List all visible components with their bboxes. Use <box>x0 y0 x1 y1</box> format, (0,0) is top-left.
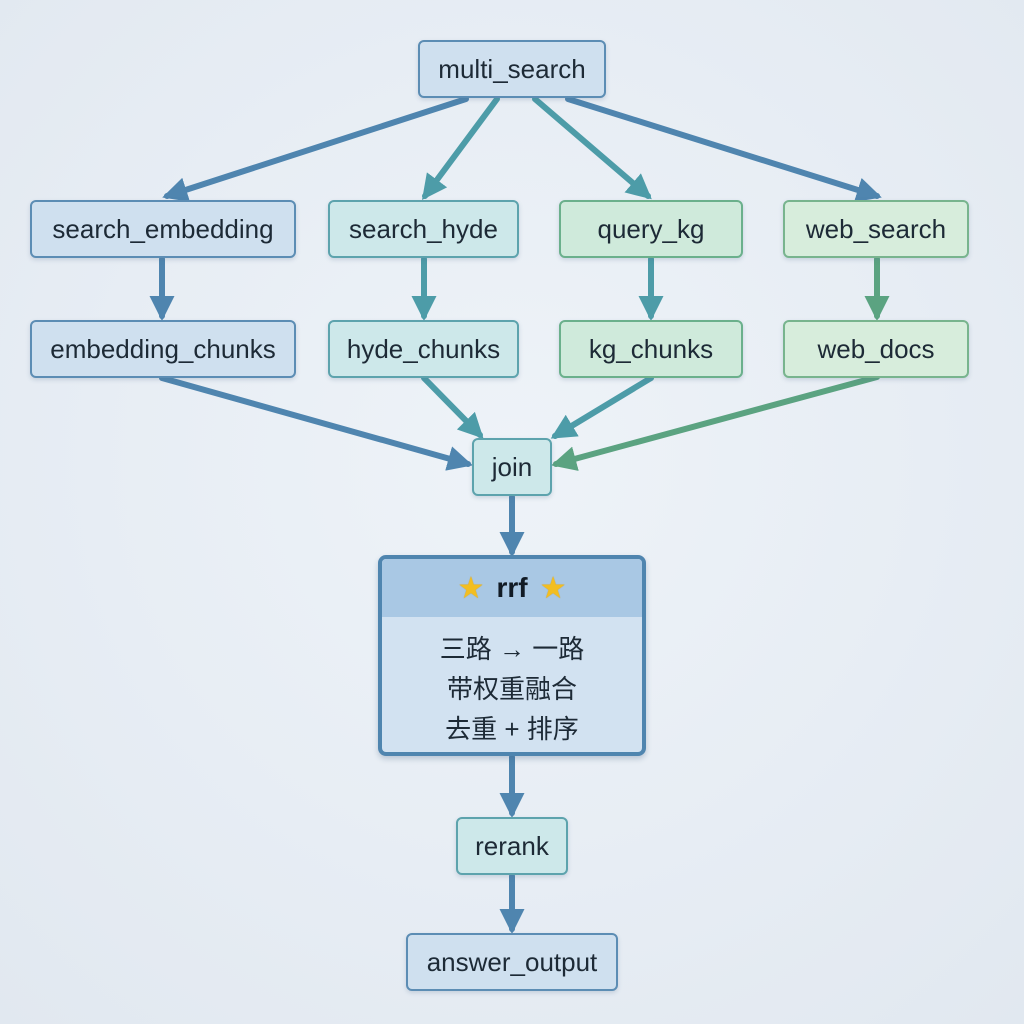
node-embedding-chunks: embedding_chunks <box>30 320 296 378</box>
edge-hyde-chunks-to-join <box>421 375 484 439</box>
node-search-embedding: search_embedding <box>30 200 296 258</box>
node-label-rerank: rerank <box>475 831 549 861</box>
node-rrf: ★ rrf ★ 三路 → 一路 带权重融合 去重 + 排序 <box>378 555 646 756</box>
rrf-description: 三路 → 一路 带权重融合 去重 + 排序 <box>382 617 642 749</box>
rrf-title: rrf <box>496 572 528 603</box>
node-search-hyde: search_hyde <box>328 200 519 258</box>
node-label-join: join <box>491 452 533 482</box>
edge-multi-search-to-search-embedding <box>162 96 469 202</box>
node-query-kg: query_kg <box>559 200 743 258</box>
node-web-search: web_search <box>783 200 969 258</box>
node-label-multi-search: multi_search <box>438 54 586 84</box>
node-web-docs: web_docs <box>783 320 969 378</box>
node-label-search-embedding: search_embedding <box>52 214 274 244</box>
edge-multi-search-to-web-search <box>565 96 882 202</box>
star-icon: ★ <box>457 571 485 605</box>
node-label-embedding-chunks: embedding_chunks <box>50 334 276 364</box>
node-label-search-hyde: search_hyde <box>349 214 498 244</box>
rrf-header: ★ rrf ★ <box>382 559 642 617</box>
node-multi-search: multi_search <box>418 40 606 98</box>
node-hyde-chunks: hyde_chunks <box>328 320 519 378</box>
edge-multi-search-to-search-hyde <box>421 96 500 201</box>
node-label-kg-chunks: kg_chunks <box>588 334 714 364</box>
star-icon: ★ <box>539 571 567 605</box>
node-rerank: rerank <box>456 817 568 875</box>
node-kg-chunks: kg_chunks <box>559 320 743 378</box>
node-label-web-docs: web_docs <box>817 334 935 364</box>
node-answer-output: answer_output <box>406 933 618 991</box>
edge-multi-search-to-query-kg <box>532 96 652 200</box>
node-label-answer-output: answer_output <box>426 947 598 977</box>
edge-kg-chunks-to-join <box>550 375 654 439</box>
node-label-query-kg: query_kg <box>597 214 705 244</box>
edge-embedding-chunks-to-join <box>159 375 473 471</box>
node-label-web-search: web_search <box>805 214 947 244</box>
rrf-line: 去重 + 排序 <box>445 714 579 744</box>
rrf-line: 三路 → 一路 <box>439 634 585 664</box>
rrf-line: 带权重融合 <box>446 674 577 704</box>
edge-web-docs-to-join <box>551 374 880 471</box>
node-label-hyde-chunks: hyde_chunks <box>346 334 501 364</box>
node-join: join <box>472 438 552 496</box>
